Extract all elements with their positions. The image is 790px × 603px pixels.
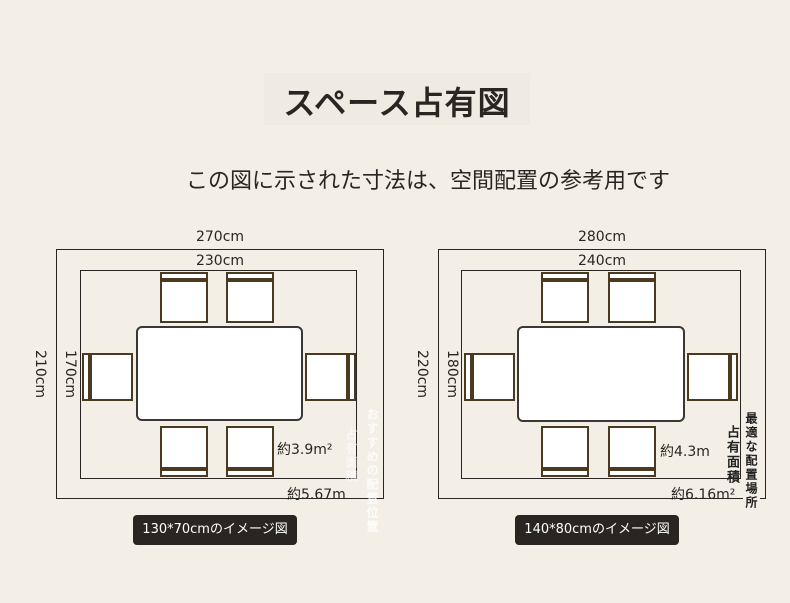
chair xyxy=(608,426,656,477)
chair xyxy=(541,272,589,323)
inner-area-outline xyxy=(80,270,357,479)
inner-width-label: 240cm xyxy=(577,253,627,269)
chair xyxy=(160,426,208,477)
inner-height-label: 180cm xyxy=(444,350,460,399)
caption-140x80: 140*80cmのイメージ図 xyxy=(515,515,679,545)
occupied-area-label: 占有面積 xyxy=(724,425,739,485)
chair xyxy=(541,426,589,477)
chair xyxy=(226,426,274,477)
chair xyxy=(608,272,656,323)
caption-130x70: 130*70cmのイメージ図 xyxy=(133,515,297,545)
outer-area-outline xyxy=(438,249,766,499)
outer-area-value: 約6.16m² xyxy=(671,487,736,503)
page-subtitle: この図に示された寸法は、空間配置の参考用です xyxy=(185,169,670,194)
recommended-position-label: おすすめの配置位置 xyxy=(365,408,379,534)
inner-area-value: 約4.3m xyxy=(660,444,710,460)
outer-area-outline xyxy=(56,249,384,499)
page-title: スペース占有図 xyxy=(283,84,511,122)
outer-height-label: 210cm xyxy=(32,350,48,399)
chair xyxy=(226,272,274,323)
chair xyxy=(687,353,738,401)
dining-table xyxy=(517,326,685,422)
inner-width-label: 230cm xyxy=(195,253,245,269)
outer-area-value: 約5.67m xyxy=(287,487,346,503)
occupied-area-label: 占有面積 xyxy=(344,428,358,484)
title-background xyxy=(264,73,530,125)
chair xyxy=(160,272,208,323)
outer-width-label: 280cm xyxy=(577,229,627,245)
inner-area-outline xyxy=(461,270,741,479)
best-position-label: 最適な配置場所 xyxy=(743,412,760,510)
outer-height-label: 220cm xyxy=(414,350,430,399)
chair xyxy=(82,353,133,401)
chair xyxy=(305,353,356,401)
inner-height-label: 170cm xyxy=(62,350,78,399)
inner-area-value: 約3.9m² xyxy=(277,442,333,458)
outer-width-label: 270cm xyxy=(195,229,245,245)
chair xyxy=(464,353,515,401)
dining-table xyxy=(136,326,303,421)
